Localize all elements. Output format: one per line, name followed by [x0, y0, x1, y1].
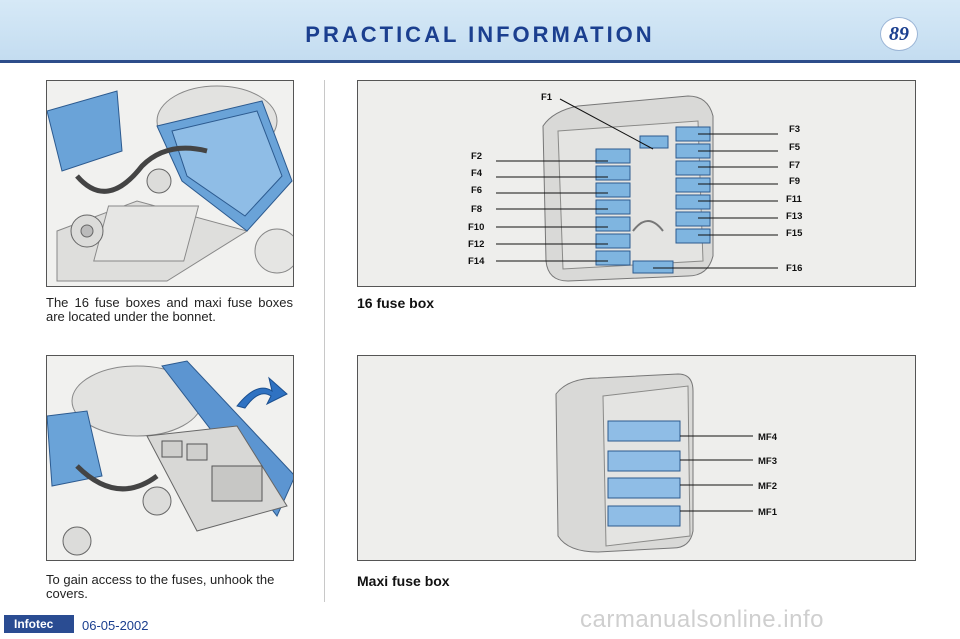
infotec-logo: Infotec [4, 615, 74, 633]
label-f2: F2 [471, 151, 482, 162]
label-mf1: MF1 [758, 507, 778, 518]
fuse-box-16-drawing: F1 F2 F4 F6 F8 F10 F12 F14 F3 F5 F7 F9 F… [358, 81, 915, 286]
open-covers-drawing [47, 356, 293, 560]
maxi-fuse-box-diagram: MF4 MF3 MF2 MF1 [357, 355, 916, 561]
label-f12: F12 [468, 239, 484, 250]
label-f4: F4 [471, 168, 483, 179]
label-f6: F6 [471, 185, 482, 196]
footer-date: 06-05-2002 [82, 618, 149, 633]
engine-bay-drawing [47, 81, 293, 286]
label-f1: F1 [541, 92, 553, 103]
fuse-box-16-heading: 16 fuse box [357, 295, 435, 311]
maxi-fuse-box-drawing: MF4 MF3 MF2 MF1 [358, 356, 915, 560]
label-f14: F14 [468, 256, 485, 267]
page-number: 89 [880, 17, 918, 51]
fuse-left-column [595, 148, 631, 266]
watermark: carmanualsonline.info [580, 606, 824, 633]
maxi-fuse-box-heading: Maxi fuse box [357, 573, 450, 589]
label-f15: F15 [786, 228, 803, 239]
caption-access-fuses: To gain access to the fuses, unhook the … [46, 572, 275, 601]
caption-fuse-location: The 16 fuse boxes and maxi fuse boxes ar… [46, 295, 293, 324]
label-mf3: MF3 [758, 456, 777, 467]
label-f3: F3 [789, 124, 800, 135]
label-f8: F8 [471, 204, 482, 215]
column-divider [324, 80, 325, 602]
label-f13: F13 [786, 211, 802, 222]
label-f16: F16 [786, 263, 802, 274]
page-header [0, 0, 960, 62]
label-f5: F5 [789, 142, 801, 153]
leader-lines [496, 98, 778, 269]
label-f9: F9 [789, 176, 800, 187]
engine-bay-illustration [46, 80, 294, 287]
open-covers-illustration [46, 355, 294, 561]
label-mf4: MF4 [758, 432, 778, 443]
maxi-leader-lines [680, 435, 753, 512]
fuse-right-column [675, 126, 711, 244]
label-f10: F10 [468, 222, 484, 233]
label-f11: F11 [786, 194, 803, 205]
header-rule [0, 60, 960, 63]
page-title: PRACTICAL INFORMATION [305, 22, 655, 47]
label-f7: F7 [789, 160, 800, 171]
label-mf2: MF2 [758, 481, 777, 492]
fuse-box-16-diagram: F1 F2 F4 F6 F8 F10 F12 F14 F3 F5 F7 F9 F… [357, 80, 916, 287]
maxi-fuses [607, 420, 681, 527]
